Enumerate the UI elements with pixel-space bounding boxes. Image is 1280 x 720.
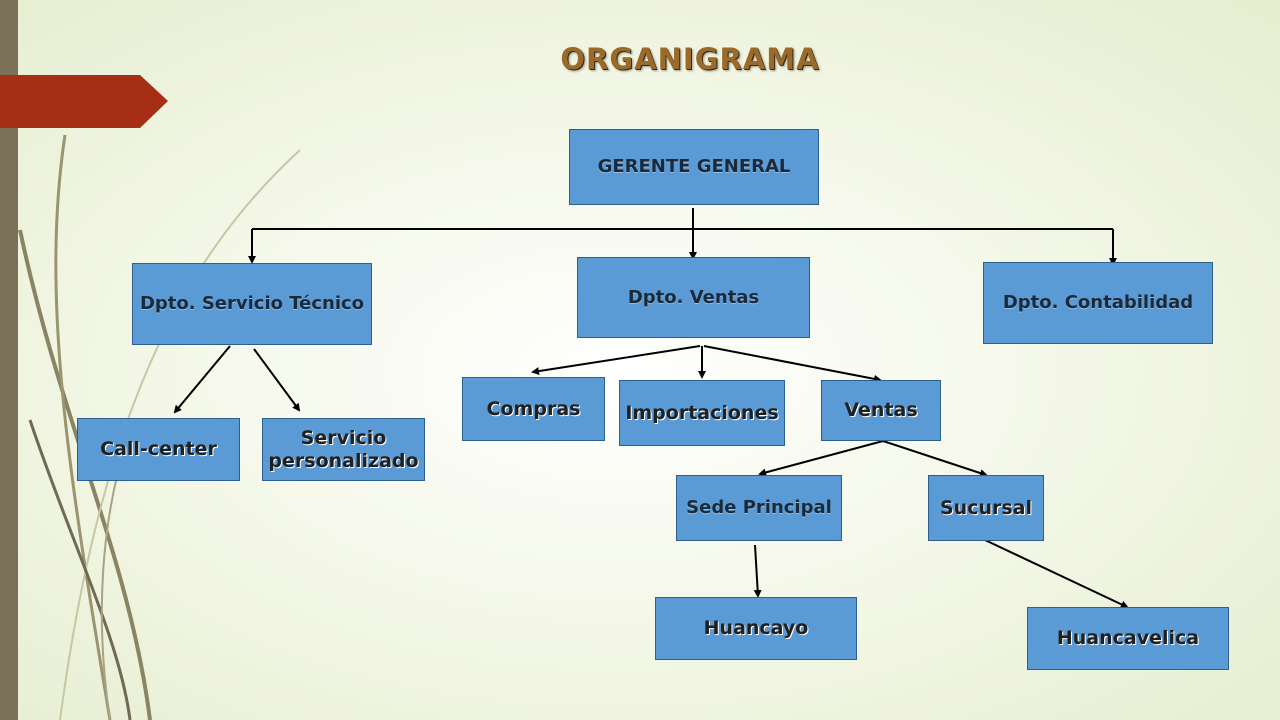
decorative-curves xyxy=(18,134,301,720)
node-label: Sucursal xyxy=(939,496,1032,519)
node-servicio-personalizado: Servicio personalizado xyxy=(262,418,425,481)
page-title: ORGANIGRAMA xyxy=(560,42,820,76)
node-label: Call-center xyxy=(100,438,217,461)
node-label: GERENTE GENERAL xyxy=(597,156,791,178)
node-call-center: Call-center xyxy=(77,418,240,481)
node-ventas: Ventas xyxy=(821,380,941,441)
node-label: Ventas xyxy=(844,399,918,422)
node-dpto-contabilidad: Dpto. Contabilidad xyxy=(983,262,1213,344)
node-label: Sede Principal xyxy=(686,497,832,519)
node-label: Dpto. Servicio Técnico xyxy=(139,293,365,315)
node-importaciones: Importaciones xyxy=(619,380,785,446)
node-compras: Compras xyxy=(462,377,605,441)
node-gerente-general: GERENTE GENERAL xyxy=(569,129,819,205)
node-dpto-servicio-tecnico: Dpto. Servicio Técnico xyxy=(132,263,372,345)
node-label: Huancavelica xyxy=(1056,627,1200,650)
node-label: Servicio personalizado xyxy=(268,426,419,472)
node-label: Dpto. Contabilidad xyxy=(1002,292,1194,314)
node-sede-principal: Sede Principal xyxy=(676,475,842,541)
node-sucursal: Sucursal xyxy=(928,475,1044,541)
node-huancavelica: Huancavelica xyxy=(1027,607,1229,670)
node-huancayo: Huancayo xyxy=(655,597,857,660)
node-label: Huancayo xyxy=(703,617,809,640)
node-label: Compras xyxy=(486,397,581,420)
node-label: Importaciones xyxy=(625,401,779,424)
title-tab-marker xyxy=(0,75,168,128)
node-label: Dpto. Ventas xyxy=(627,286,760,308)
left-decorative-bar xyxy=(0,0,18,720)
node-dpto-ventas: Dpto. Ventas xyxy=(577,257,810,338)
